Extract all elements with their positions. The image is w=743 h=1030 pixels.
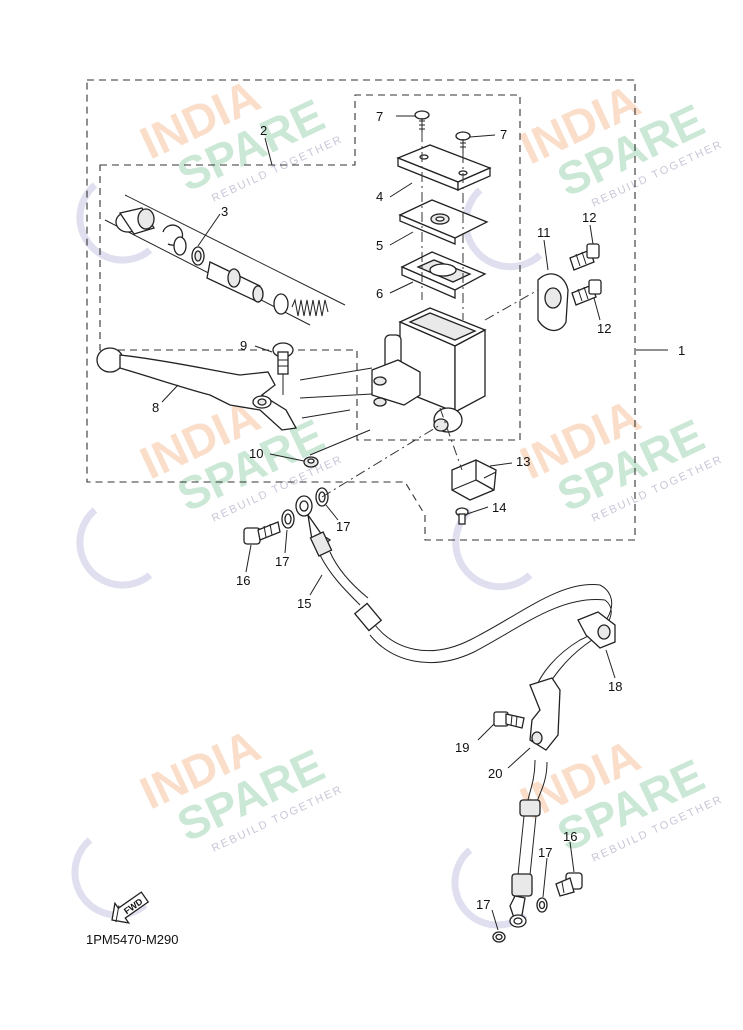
callout-20: 20 — [488, 766, 502, 781]
screw-7b — [455, 131, 471, 153]
watermark-top-right: INDIA SPARE REBUILD TOGETHER — [512, 74, 725, 210]
callout-17c: 17 — [538, 845, 552, 860]
pivot-bolt — [272, 342, 294, 375]
piston-boot — [115, 207, 155, 235]
callout-6: 6 — [376, 286, 383, 301]
spring — [291, 298, 329, 317]
callout-16a: 16 — [236, 573, 250, 588]
callout-7b: 7 — [500, 127, 507, 142]
copper-washer-bottom-a — [536, 897, 548, 913]
callout-3: 3 — [221, 204, 228, 219]
callout-17b: 17 — [275, 554, 289, 569]
callout-9: 9 — [240, 338, 247, 353]
callout-13: 13 — [516, 454, 530, 469]
callout-7a: 7 — [376, 109, 383, 124]
callout-18: 18 — [608, 679, 622, 694]
callout-12b: 12 — [597, 321, 611, 336]
handlebar-clamp — [537, 273, 569, 332]
copper-washer-bottom-b — [492, 931, 506, 943]
piston — [206, 261, 264, 303]
switch-screw — [455, 507, 469, 525]
clamp-bolt-upper — [569, 243, 600, 271]
brake-hose — [295, 495, 613, 928]
diaphragm — [400, 251, 487, 299]
callout-14: 14 — [492, 500, 506, 515]
callout-10: 10 — [249, 446, 263, 461]
lever-nut — [303, 456, 319, 468]
callout-12a: 12 — [582, 210, 596, 225]
callout-17d: 17 — [476, 897, 490, 912]
callout-11: 11 — [537, 225, 551, 240]
watermark-wrench-icon — [71, 182, 543, 929]
reservoir-cap-group — [396, 110, 492, 320]
callout-8: 8 — [152, 400, 159, 415]
callout-15: 15 — [297, 596, 311, 611]
callout-17a: 17 — [336, 519, 350, 534]
reservoir-cap — [396, 144, 492, 191]
diaphragm-plate — [398, 199, 489, 245]
master-cylinder-body — [371, 307, 487, 433]
screw-7a — [414, 110, 430, 132]
leader-lines — [161, 115, 668, 931]
guide-bolt — [493, 711, 525, 729]
assembly-boundary-1 — [86, 79, 636, 541]
union-bolt-bottom — [555, 872, 583, 897]
copper-washer-top-a — [281, 509, 295, 529]
hose-guide-upper — [577, 611, 616, 649]
callout-19: 19 — [455, 740, 469, 755]
brake-switch — [451, 459, 497, 501]
watermark-bottom-left: INDIA SPARE REBUILD TOGETHER — [132, 719, 345, 855]
piston-kit — [104, 194, 346, 326]
diagram-code: 1PM5470-M290 — [86, 932, 179, 947]
callout-1: 1 — [678, 343, 685, 358]
callout-5: 5 — [376, 238, 383, 253]
callout-16b: 16 — [563, 829, 577, 844]
assembly-boundary-2 — [99, 94, 521, 441]
watermark-mid-right: INDIA SPARE REBUILD TOGETHER — [512, 389, 725, 525]
watermark-top-left: INDIA SPARE REBUILD TOGETHER — [132, 69, 345, 205]
brake-lever — [96, 347, 298, 431]
callout-2: 2 — [260, 123, 267, 138]
hose-guide-lower — [529, 677, 561, 751]
union-bolt-top — [243, 521, 281, 545]
clamp-bolt-lower — [571, 279, 602, 306]
callout-4: 4 — [376, 189, 383, 204]
